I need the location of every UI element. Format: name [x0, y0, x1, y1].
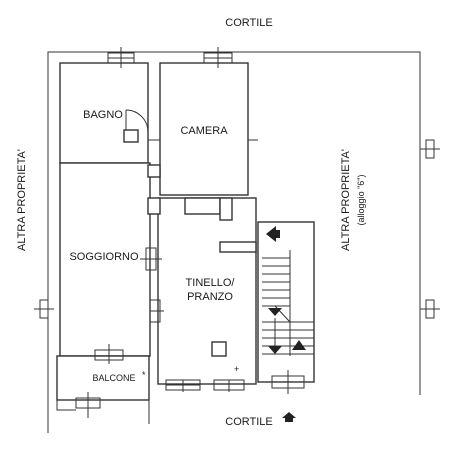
door-swing-bagno — [125, 109, 149, 133]
corridor-pillar — [147, 164, 161, 178]
window-right-wall-2 — [420, 299, 440, 319]
arrow-left-icon — [266, 226, 280, 242]
room-tinello — [157, 197, 257, 385]
room-label-soggiorno: SOGGIORNO — [69, 251, 139, 263]
tinello-notch — [184, 197, 221, 215]
label-top-courtyard: CORTILE — [225, 17, 272, 29]
window-tinello-bottom — [165, 379, 201, 392]
room-label-tinello-2: PRANZO — [187, 291, 233, 303]
room-label-bagno: BAGNO — [83, 109, 123, 121]
label-right-unit: (alloggio "6") — [356, 175, 366, 226]
plus-mark: + — [234, 364, 239, 374]
window-left-wall — [34, 299, 54, 319]
window-tinello-bottom-2 — [213, 379, 245, 392]
tinello-notch-2 — [219, 197, 233, 221]
balcony-rail — [56, 392, 150, 424]
room-label-balcone: BALCONE — [92, 373, 135, 383]
window-right-wall — [420, 139, 440, 159]
corridor-pillar-lower — [147, 197, 161, 215]
house-arrow-icon — [282, 412, 296, 422]
room-camera — [159, 62, 249, 196]
label-right-property: ALTRA PROPRIETA' — [340, 149, 352, 251]
tinello-niche — [219, 241, 257, 253]
window-camera — [203, 47, 233, 68]
label-left-property: ALTRA PROPRIETA' — [16, 149, 28, 251]
window-soggiorno-right — [140, 247, 162, 271]
property-boundary — [47, 51, 421, 433]
balcone-mark: * — [142, 370, 146, 380]
room-label-camera: CAMERA — [180, 125, 228, 137]
window-tinello-right — [149, 299, 164, 323]
window-soggiorno-balcone — [94, 344, 124, 364]
stair-steps — [262, 250, 314, 356]
bagno-wall-notch — [123, 129, 139, 143]
window-stairwell-bottom — [271, 370, 305, 394]
stairs-down-arrow-icon — [268, 308, 282, 354]
tinello-niche-bottom — [211, 341, 227, 357]
room-label-tinello-1: TINELLO/ — [186, 277, 236, 289]
stairs-up-arrow-icon — [292, 340, 306, 350]
stairwell — [257, 221, 315, 383]
label-bottom-courtyard: CORTILE — [225, 416, 272, 428]
window-bagno — [107, 47, 135, 68]
room-balcone — [56, 355, 150, 401]
